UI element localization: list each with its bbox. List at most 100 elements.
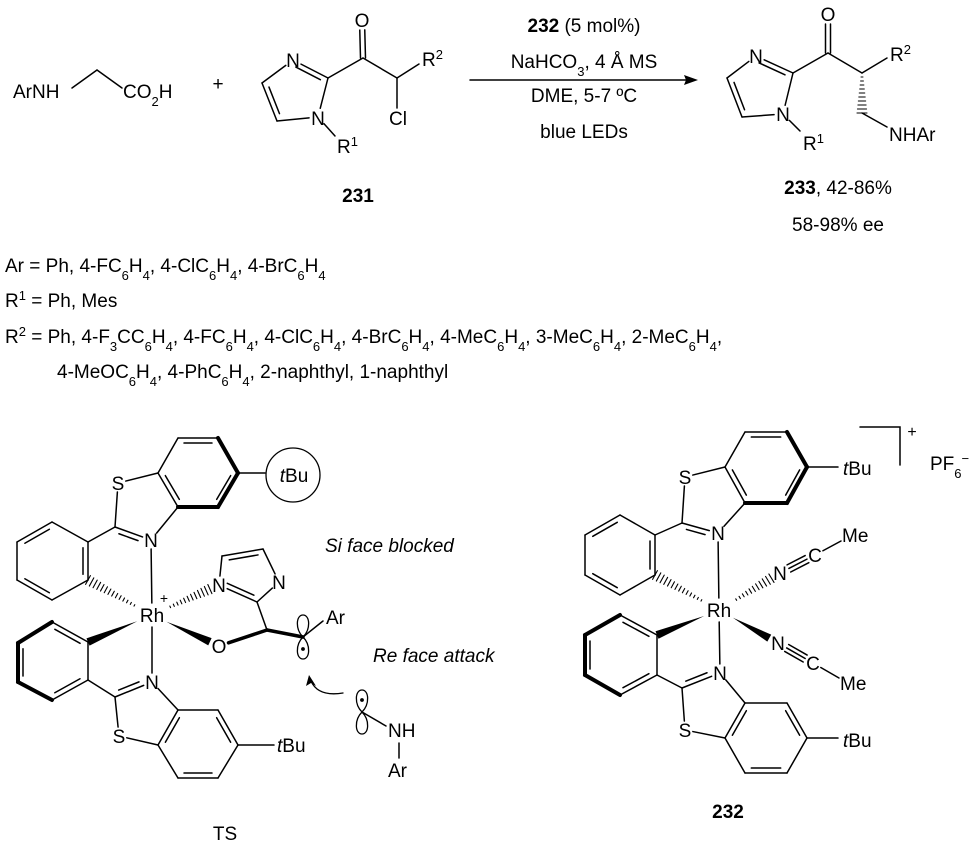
bond [114,526,144,538]
hashed-bond-line [748,588,753,594]
catalyst-loading: (5 mol%) [559,16,640,37]
hashed-bond-line [652,570,658,580]
hashed-bond-line [663,576,669,585]
atom-n: N [311,109,325,130]
catalyst-id: 232 [528,16,560,37]
bond [16,620,54,645]
atom-n: N [144,531,158,552]
product-yield: 233, 42-86% [784,178,892,199]
bond [619,574,656,596]
bond [827,52,863,74]
bond [822,540,842,552]
bond [276,117,310,122]
hashed-bond-line [689,592,693,597]
bond [87,526,116,543]
substituent-definitions: Ar = Ph, 4-FC6H4, 4-ClC6H4, 4-BrC6H4 R1 … [5,256,722,389]
hashed-bond-line [92,579,98,589]
hashed-bond-line [700,599,703,602]
bond [256,587,274,603]
yield-range: , 42-86% [816,178,892,199]
bond [724,431,746,468]
atom-n: N [711,524,725,545]
hashed-bond-line [193,591,198,600]
arrow-head [684,75,698,85]
atom-c: C [808,546,822,567]
double-bond-line [268,86,281,115]
bond [396,63,420,79]
bond [261,82,278,122]
catalyst-232: S N tBu Rh N C Me N C Me N S tBu + PF6− … [679,424,969,823]
bond [157,472,179,508]
bond [359,29,362,59]
bond [51,621,89,643]
bond [685,528,706,536]
bond [302,620,324,638]
double-bond-line [54,677,81,694]
wedge-bond [86,621,138,646]
acid-label: CO2H [123,82,172,109]
hashed-bond-line [88,577,95,587]
double-bond-line [164,716,181,743]
bond [16,521,53,543]
bond [217,709,239,746]
hashed-bond-line [758,580,764,589]
conditions-reagents: NaHCO3, 4 Å MS [511,52,658,79]
p-orbital-filled-lobe [355,711,369,735]
double-bond-line [164,474,181,501]
double-bond-line [622,672,650,689]
double-bond-line [228,554,259,561]
hashed-bond-line [768,573,775,584]
bond [692,466,726,476]
atom-o: O [212,637,227,658]
tbu-group: tBu [843,731,872,752]
tbu-group: tBu [277,736,306,757]
amine-label: ArNH [13,82,59,103]
hashed-bond-line [103,586,109,594]
hashed-bond-line [85,575,91,585]
r2-definition-continued: 4-MeOC6H4, 4-PhC6H4, 2-naphthyl, 1-napht… [57,362,448,389]
double-bond-line [731,709,748,736]
methyl-group: Me [842,526,868,547]
bond [114,491,119,528]
bond [786,737,808,774]
double-bond-line [215,716,232,743]
tbu-group-highlighted: tBu [280,466,309,487]
atom-n: N [773,564,787,585]
hashed-bond-line [96,581,102,590]
counterion: PF6− [930,451,969,481]
bond [87,679,116,698]
double-bond-line [784,469,801,496]
highlight-circle [265,447,321,503]
bond [786,702,808,739]
bond [221,548,264,557]
compound-label-231: 231 [342,186,374,207]
atom-c: C [806,654,820,675]
hashed-bond-line [674,583,679,590]
atom-s: S [679,468,692,489]
hashed-bond-line [678,585,682,592]
bond [785,465,809,505]
bond [364,29,367,59]
atom-s: S [112,474,125,495]
hashed-bond-line [129,601,132,605]
bond [51,521,89,543]
bond [219,555,223,577]
bond [327,57,364,79]
bond [157,687,179,711]
bond [319,77,329,110]
curved-arrow-head [306,675,316,686]
double-bond-line [226,582,255,596]
conditions-light: blue LEDs [540,122,628,143]
bond [157,437,179,474]
cation-charge: + [160,590,168,606]
bond-layer [16,23,901,779]
wedge-bond [732,617,772,642]
bond [584,574,621,596]
tbu-group: tBu [843,459,872,480]
atom-o: O [821,5,836,26]
catalyst-line: 232 (5 mol%) [528,16,641,37]
bond [785,430,809,469]
atom-n: N [212,576,226,597]
hashed-bond-line [761,578,768,587]
